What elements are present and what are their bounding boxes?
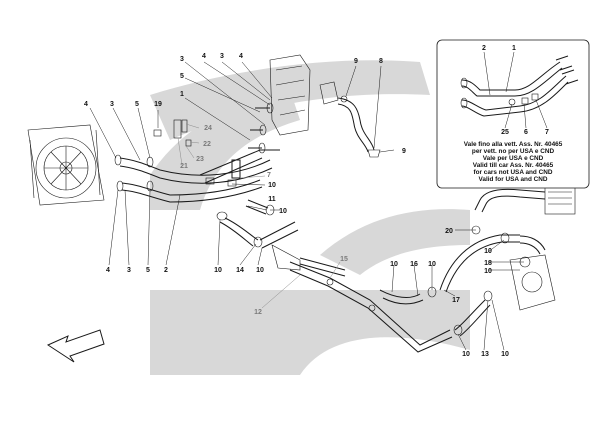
callout-label: 3 [127, 267, 131, 274]
callout-label: 10 [462, 351, 470, 358]
callout-label: 7 [267, 172, 271, 179]
callout-labels: 4 3 5 19 1 3 5 4 3 4 9 8 9 24 22 23 21 7… [84, 45, 549, 358]
note-line: for cars not USA and CND [474, 169, 553, 176]
callout-label: 1 [512, 45, 516, 52]
callout-label: 3 [180, 56, 184, 63]
callout-label: 2 [164, 267, 168, 274]
callout-label: 10 [256, 267, 264, 274]
callout-label: 5 [180, 73, 184, 80]
callout-label: 10 [484, 248, 492, 255]
note-line: Valid for USA and CND [478, 176, 547, 183]
callout-label: 10 [484, 268, 492, 275]
callout-label: 10 [279, 208, 287, 215]
note-line: per vett. no per USA e CND [472, 148, 555, 155]
callout-label: 10 [268, 182, 276, 189]
callout-label: 22 [203, 141, 211, 148]
callout-label: 4 [202, 53, 206, 60]
bleed-pipe [319, 81, 381, 158]
callout-label: 25 [501, 129, 509, 136]
callout-label: 2 [482, 45, 486, 52]
callout-label: 15 [340, 256, 348, 263]
callout-label: 5 [135, 101, 139, 108]
middle-hoses [216, 199, 301, 271]
callout-label: 5 [146, 267, 150, 274]
callout-label: 11 [268, 196, 276, 203]
note-line: Vale per USA e CND [483, 155, 544, 162]
inset-note: Vale fino alla vett. Ass. Nr. 40465 per … [464, 141, 563, 183]
callout-label: 21 [180, 163, 188, 170]
direction-arrow-icon [46, 329, 105, 363]
callout-label: 17 [452, 297, 460, 304]
inset-detail [436, 39, 590, 189]
callout-label: 8 [379, 58, 383, 65]
callout-label: 4 [84, 101, 88, 108]
callout-label: 4 [239, 53, 243, 60]
thermostat-housing [248, 54, 311, 154]
callout-label: 14 [236, 267, 244, 274]
left-clamps [114, 119, 192, 192]
callout-label: 10 [501, 351, 509, 358]
note-line: Vale fino alla vett. Ass. Nr. 40465 [464, 141, 563, 148]
callout-label: 24 [204, 125, 212, 132]
callout-label: 10 [390, 261, 398, 268]
callout-label: 3 [110, 101, 114, 108]
callout-label: 13 [481, 351, 489, 358]
callout-label: 9 [402, 148, 406, 155]
callout-label: 19 [154, 101, 162, 108]
lower-long-pipes [289, 257, 453, 353]
callout-label: 6 [524, 129, 528, 136]
callout-label: 18 [484, 260, 492, 267]
callout-label: 23 [196, 156, 204, 163]
callout-label: 12 [254, 309, 262, 316]
callout-label: 1 [180, 91, 184, 98]
callout-label: 10 [428, 261, 436, 268]
callout-label: 3 [220, 53, 224, 60]
radiator-fan-unit [27, 124, 105, 206]
callout-label: 4 [106, 267, 110, 274]
background-shading [150, 60, 470, 375]
callout-label: 20 [445, 228, 453, 235]
leader-lines [89, 51, 548, 351]
callout-label: 9 [354, 58, 358, 65]
callout-label: 10 [214, 267, 222, 274]
callout-label: 7 [545, 129, 549, 136]
note-line: Valid till car Ass. Nr. 40465 [473, 162, 554, 169]
callout-label: 16 [410, 261, 418, 268]
